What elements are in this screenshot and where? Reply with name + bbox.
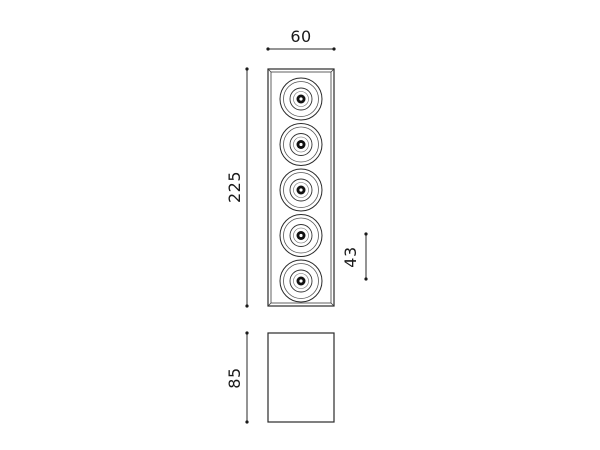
spot-bezel-ring <box>283 81 319 117</box>
dimension-tick <box>245 67 249 71</box>
spot-module <box>279 259 323 303</box>
dimension-tick <box>245 304 249 308</box>
spot-group <box>279 77 323 303</box>
spot-module <box>279 214 323 257</box>
spot-module <box>279 123 323 166</box>
dimension-tick <box>364 232 368 236</box>
fixture-top-view <box>267 68 335 307</box>
pitch-dimension: 43 <box>341 232 368 281</box>
height-label: 225 <box>225 171 244 203</box>
spot-inner-ring <box>293 182 309 198</box>
bevel-line <box>267 302 272 307</box>
spot-inner-ring <box>293 273 309 289</box>
depth-label: 85 <box>225 367 244 388</box>
spot-reflector-ring <box>289 133 313 156</box>
spot-led <box>299 233 303 238</box>
pitch-label: 43 <box>341 246 360 267</box>
spot-bezel-ring <box>283 126 319 163</box>
side-outline <box>267 332 335 423</box>
spot-bezel-ring <box>283 217 319 254</box>
fixture-inner-frame <box>270 71 332 304</box>
spot-inner-ring <box>293 227 309 244</box>
bevel-line <box>330 302 335 307</box>
spot-inner-ring <box>293 91 309 107</box>
dimension-tick <box>332 47 336 51</box>
depth-dimension: 85 <box>225 331 249 424</box>
width-dimension: 60 <box>266 27 336 51</box>
spot-bezel-ring <box>283 172 319 208</box>
spot-module <box>279 77 323 121</box>
dimension-tick <box>245 420 249 424</box>
width-label: 60 <box>290 27 311 46</box>
spot-inner-ring <box>293 136 309 153</box>
spot-reflector-ring <box>289 224 313 247</box>
spot-module <box>279 168 323 212</box>
dimension-tick <box>364 277 368 281</box>
spot-led <box>299 97 303 101</box>
spot-reflector-ring <box>289 178 313 202</box>
bevel-line <box>267 68 272 73</box>
spot-reflector-ring <box>289 87 313 111</box>
spot-led <box>299 188 303 192</box>
dimension-tick <box>266 47 270 51</box>
bevel-line <box>330 68 335 73</box>
fixture-side-view <box>267 332 335 423</box>
spot-bezel-ring <box>283 263 319 299</box>
dimension-tick <box>245 331 249 335</box>
spot-reflector-ring <box>289 269 313 293</box>
spot-led <box>299 279 303 283</box>
spot-led <box>299 142 303 147</box>
height-dimension: 225 <box>225 67 249 308</box>
